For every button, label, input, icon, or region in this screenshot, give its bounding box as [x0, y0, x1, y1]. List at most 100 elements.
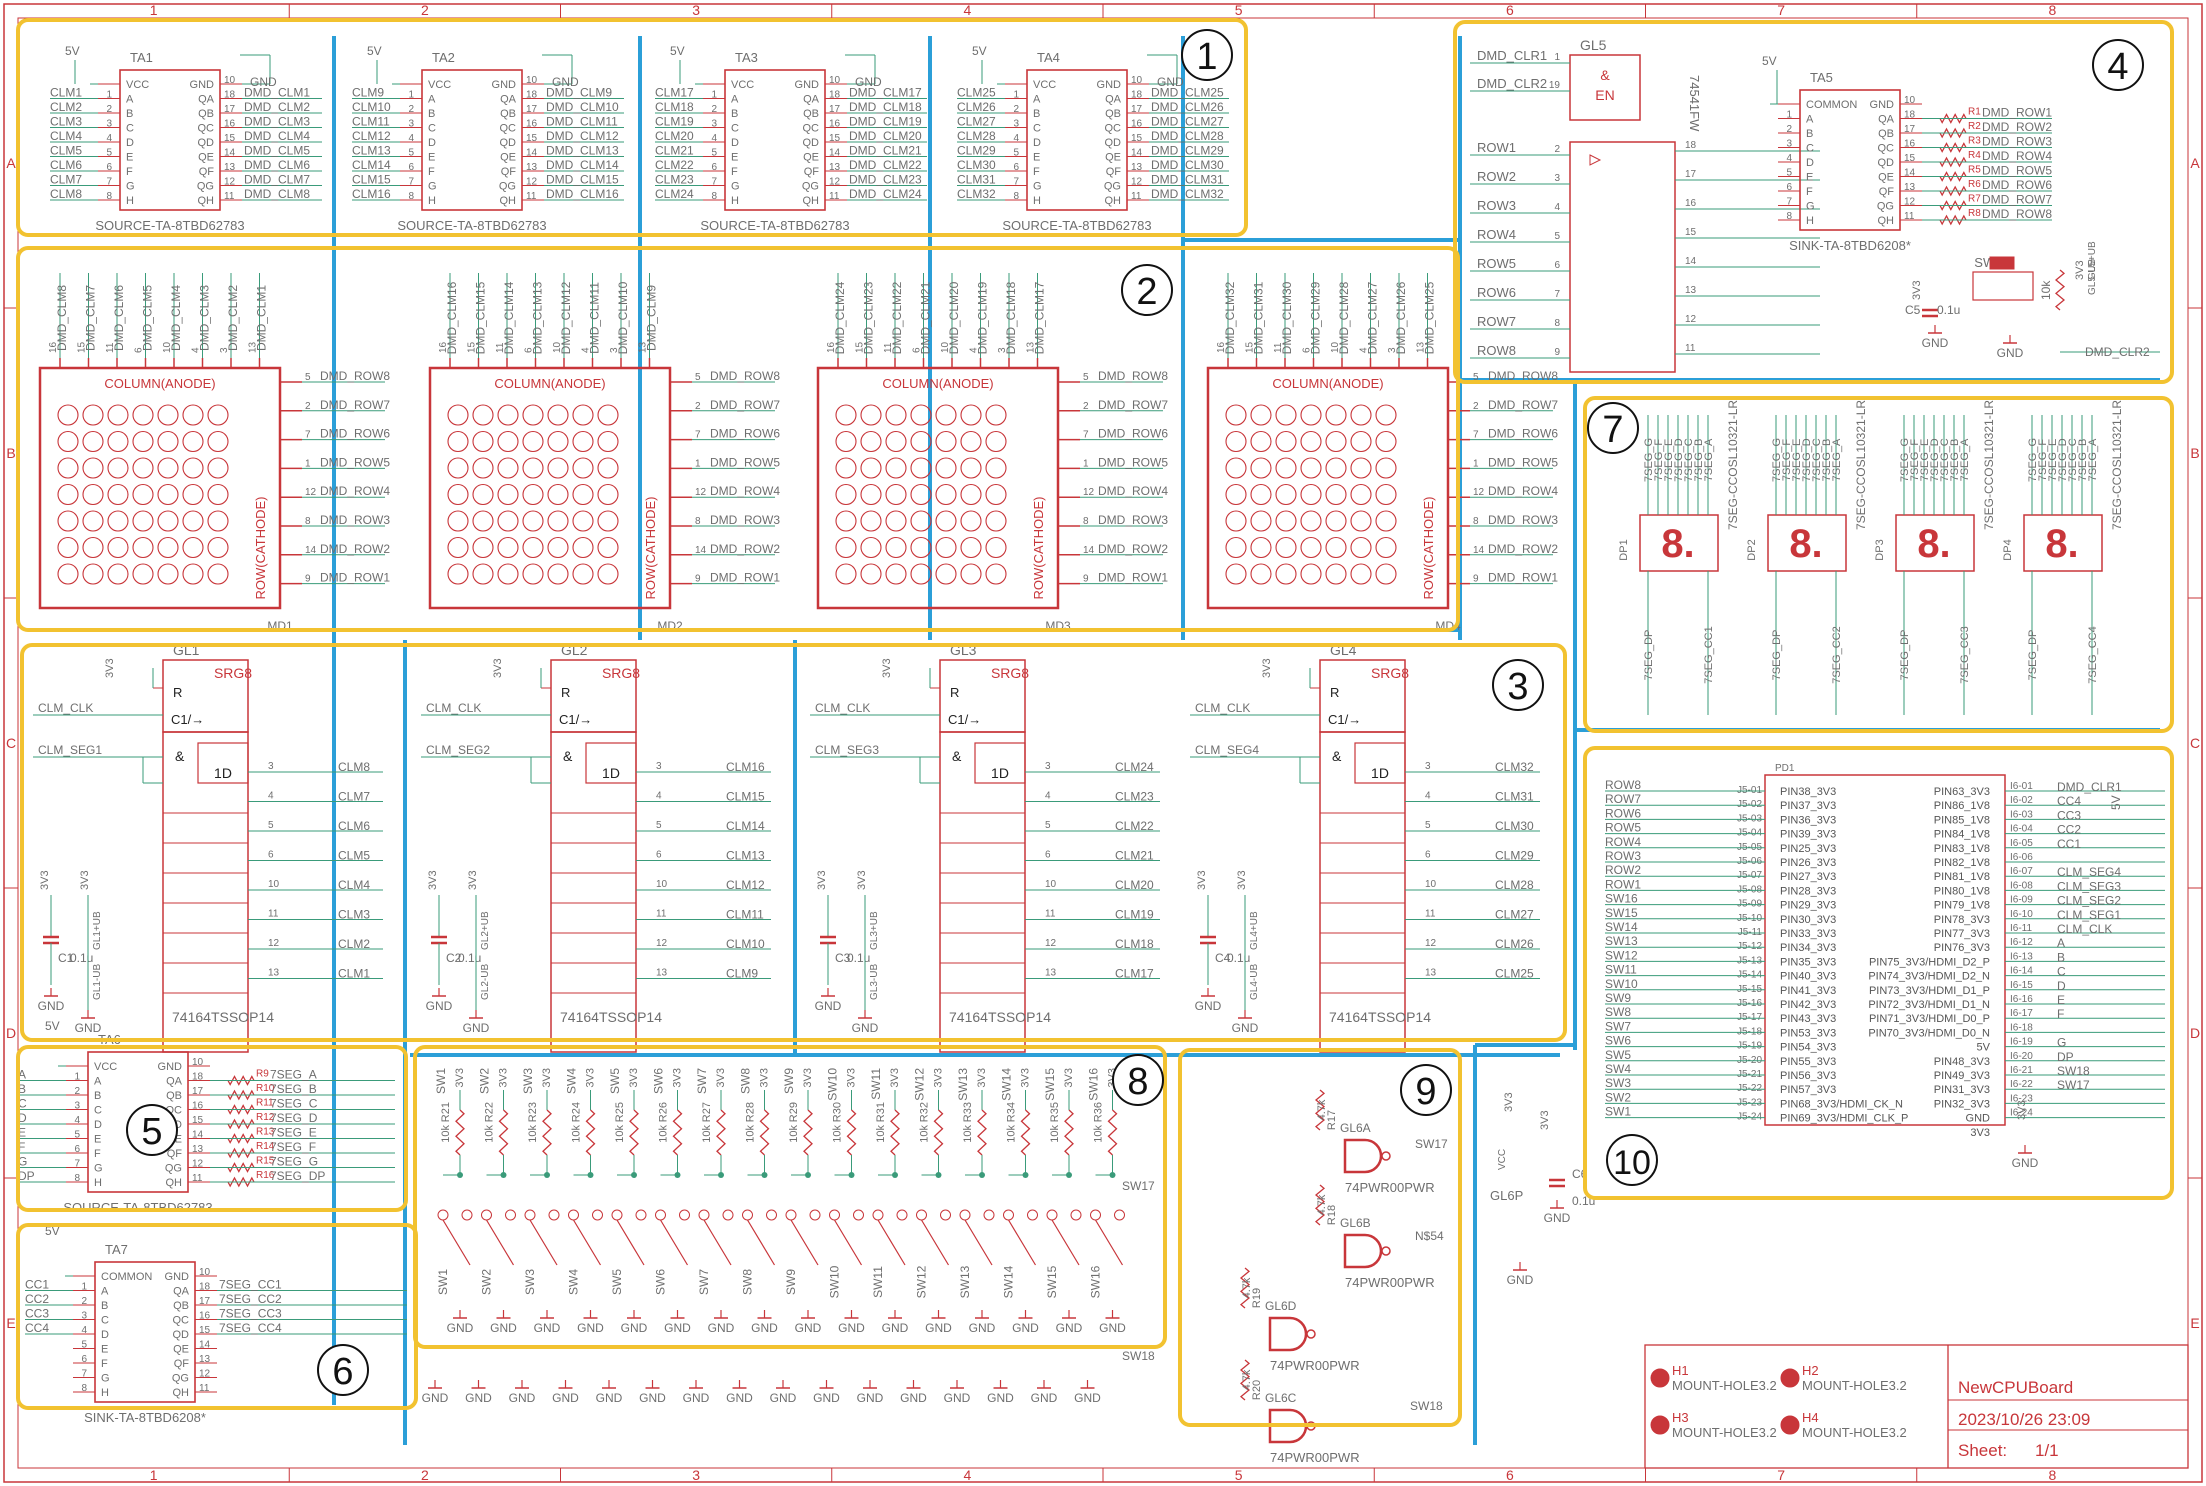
- gnd-pin-label: GL1-UB: [92, 964, 103, 1000]
- power-label: 5V: [972, 44, 987, 58]
- resistor-ref: R23: [527, 1102, 539, 1122]
- segment-net-label: 7SEG_G: [1771, 438, 1783, 482]
- led-dot: [522, 536, 544, 559]
- section-highlight-box: [16, 1045, 408, 1212]
- callout-number: 7: [1602, 409, 1623, 451]
- ic-pin-name: F: [1033, 166, 1040, 178]
- pin-function-label: PIN27_3V3: [1780, 871, 1836, 883]
- pin-number: 7: [106, 177, 112, 188]
- pin-number: I6-18: [2010, 1022, 2033, 1033]
- pin-number: 6: [408, 162, 414, 173]
- gnd-symbol: GND: [987, 1380, 1014, 1405]
- segment-net-label: 7SEG_B: [1949, 439, 1961, 482]
- input-net-label: CLM10: [352, 100, 391, 114]
- left-net-label: SW2: [1605, 1090, 1631, 1104]
- led-dot: [1375, 510, 1397, 532]
- led-dot: [1300, 457, 1322, 479]
- gnd-label: GND: [1031, 1391, 1058, 1405]
- led-dot: [935, 430, 957, 453]
- pin-number: 12: [1904, 197, 1916, 208]
- segment-net-label: 7SEG_B: [2077, 439, 2089, 482]
- ic-pin-name: B: [1806, 128, 1813, 140]
- output-net-label: CLM11: [726, 908, 764, 922]
- resistor-value: 4.7k: [1241, 1369, 1253, 1390]
- input-net-label: CC4: [25, 1321, 49, 1335]
- power-label: 3V3: [881, 658, 893, 678]
- net-label: SW17: [1415, 1137, 1448, 1151]
- column-label-bottom: 6: [1506, 1467, 1514, 1483]
- gnd-symbol: GND: [1074, 1380, 1101, 1405]
- led-dot: [207, 404, 229, 426]
- column-net-label: DMD_CLM27: [1366, 281, 1380, 354]
- pin-number: 13: [248, 341, 259, 353]
- ic-pin-name: GND: [165, 1271, 190, 1283]
- gnd-label: GND: [795, 1321, 822, 1335]
- output-net-label: CLM8: [338, 760, 370, 774]
- power-label: 3V3: [79, 870, 91, 890]
- led-dot: [207, 483, 229, 506]
- switch-contact: [742, 1209, 753, 1221]
- resistor-symbol: [890, 1109, 900, 1156]
- resistor-value: 10k: [1049, 1125, 1061, 1143]
- ic-pin-name: H: [428, 195, 436, 207]
- pin-number: 16: [1904, 139, 1916, 150]
- gnd-label: GND: [250, 75, 277, 89]
- pin-number: 15: [224, 133, 236, 144]
- ic-pin-name: QE: [803, 152, 819, 164]
- right-net-label: CLM_CLK: [2057, 922, 2112, 936]
- ic-pin-name: A: [126, 94, 134, 106]
- pin-number: 12: [199, 1369, 211, 1380]
- led-dot: [1325, 563, 1347, 585]
- hole-ref: H2: [1802, 1363, 1819, 1378]
- right-net-label: CC1: [2057, 837, 2081, 851]
- resistor-zigzag: [933, 1109, 944, 1156]
- pin-number: 13: [1904, 182, 1916, 193]
- output-net-label: DMD_ROW5: [1982, 164, 2052, 178]
- gnd-label: GND: [577, 1321, 604, 1335]
- pin-number: 11: [105, 342, 116, 353]
- ic-pin-name: QA: [1878, 114, 1895, 126]
- gnd-label: GND: [708, 1321, 735, 1335]
- ic-value: SOURCE-TA-8TBD62783: [1002, 218, 1151, 233]
- resistor-zigzag: [2054, 269, 2066, 311]
- ic-body: [119, 69, 221, 211]
- ic-pin-name: D: [94, 1119, 102, 1131]
- resistor-zigzag: [759, 1109, 770, 1156]
- ic-pin-name: QG: [1104, 181, 1121, 193]
- power-label: 5V: [367, 44, 382, 58]
- cap-ref: C4: [1215, 951, 1231, 965]
- pin-number: 8: [106, 191, 112, 202]
- led-dot: [1225, 536, 1247, 559]
- gnd-label: GND: [2012, 1156, 2039, 1170]
- led-dot: [910, 430, 932, 453]
- switch-pull-net: SW1: [434, 1068, 448, 1094]
- ic-pin-name: F: [101, 1358, 108, 1370]
- row-net-label: DMD_ROW2: [710, 542, 780, 556]
- gnd-label: GND: [683, 1391, 710, 1405]
- pin-number: 10: [1131, 75, 1143, 86]
- ic-value: SOURCE-TA-8TBD62783: [63, 1200, 212, 1215]
- cap-ref: C3: [835, 951, 851, 965]
- output-net-label: CLM19: [1115, 908, 1154, 922]
- left-net-label: SW16: [1605, 892, 1638, 906]
- matrix-column-label: COLUMN(ANODE): [1272, 376, 1383, 391]
- pin-function-label: PIN38_3V3: [1780, 786, 1836, 798]
- ic-pin-name: F: [428, 166, 435, 178]
- pin-number: 1: [1554, 52, 1560, 63]
- output-net-label: DMD_CLM20: [849, 129, 922, 143]
- row-net-label: DMD_ROW2: [320, 542, 390, 556]
- led-dot: [1375, 536, 1397, 559]
- led-dot: [1350, 457, 1372, 479]
- pin-function-label: PIN68_3V3/HDMI_CK_N: [1780, 1098, 1903, 1110]
- segment-net-label: 7SEG_G: [2027, 438, 2039, 482]
- gnd-label: GND: [465, 1391, 492, 1405]
- ic-pin-name: QG: [172, 1373, 189, 1385]
- pin-number: 11: [199, 1383, 210, 1394]
- led-dot: [1300, 404, 1322, 426]
- inverter-bubble-icon: [1381, 1151, 1391, 1161]
- ic-value: 74164TSSOP14: [1329, 1009, 1431, 1025]
- pin-number: 11: [495, 342, 506, 353]
- ic-pin-name: D: [1806, 157, 1814, 169]
